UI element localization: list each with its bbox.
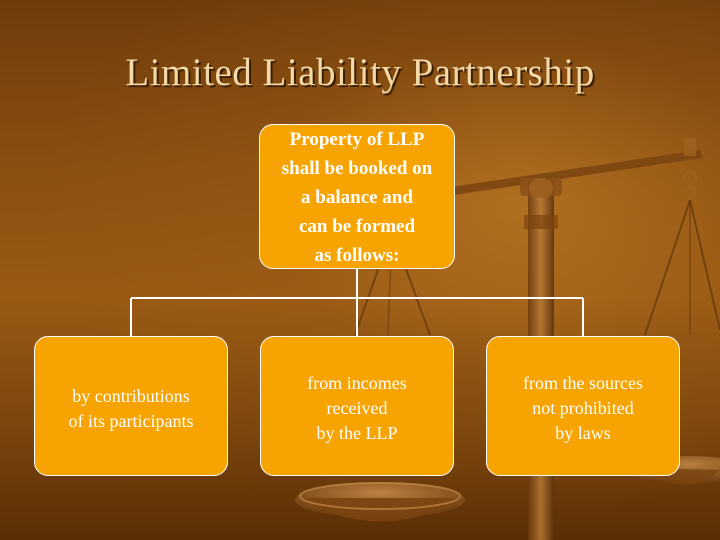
child-node-line: by the LLP bbox=[261, 421, 453, 446]
root-node: Property of LLP shall be booked on a bal… bbox=[259, 124, 455, 269]
child-node-line: by contributions bbox=[35, 384, 227, 409]
child-node-line: received bbox=[261, 396, 453, 421]
root-node-line: a balance and bbox=[260, 183, 454, 212]
root-node-line: Property of LLP bbox=[260, 125, 454, 154]
child-node-contributions: by contributions of its participants bbox=[34, 336, 228, 476]
root-node-line: as follows: bbox=[260, 241, 454, 270]
child-node-sources: from the sources not prohibited by laws bbox=[486, 336, 680, 476]
root-node-line: can be formed bbox=[260, 212, 454, 241]
child-node-line: by laws bbox=[487, 421, 679, 446]
root-node-line: shall be booked on bbox=[260, 154, 454, 183]
child-node-incomes: from incomes received by the LLP bbox=[260, 336, 454, 476]
child-node-line: from the sources bbox=[487, 371, 679, 396]
child-node-line: from incomes bbox=[261, 371, 453, 396]
child-node-line: not prohibited bbox=[487, 396, 679, 421]
child-node-line: of its participants bbox=[35, 409, 227, 434]
